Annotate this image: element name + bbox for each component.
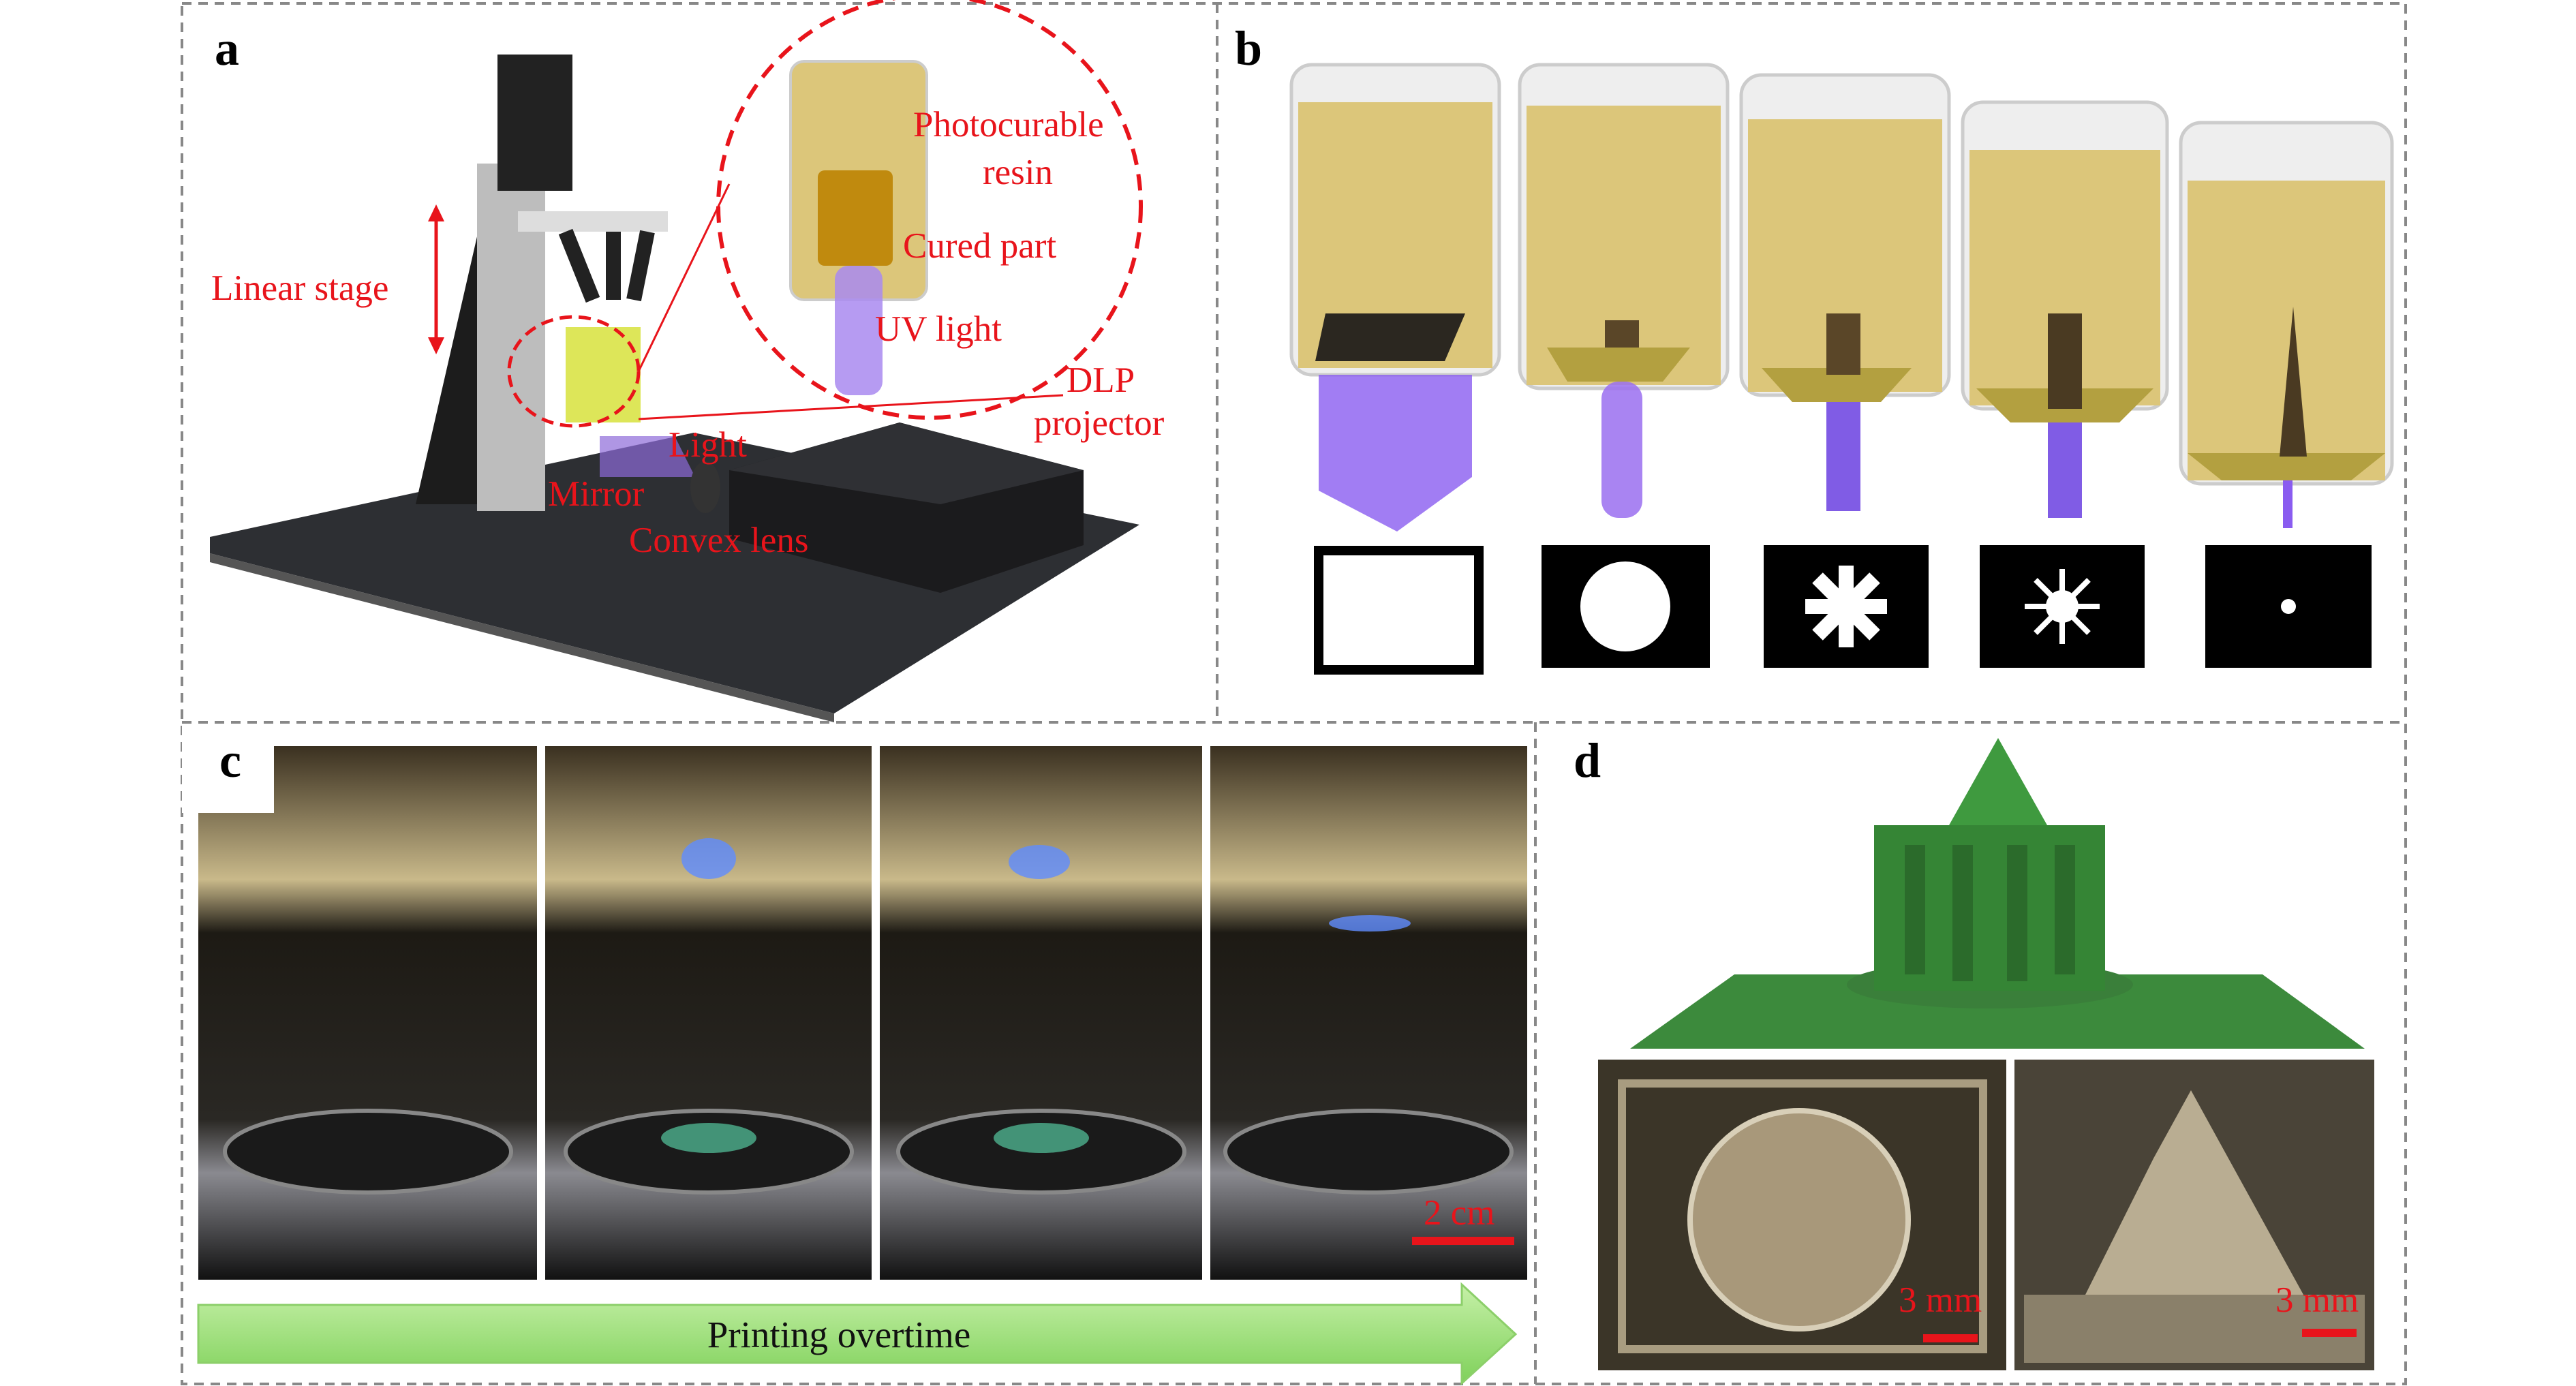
- label-linear-stage: Linear stage: [211, 268, 388, 308]
- panel-label-d: d: [1574, 733, 1601, 788]
- scale-bar-label-2cm: 2 cm: [1424, 1193, 1495, 1233]
- magnified-view: [716, 0, 1143, 420]
- green-cad-model: [1630, 738, 2365, 1049]
- printing-overtime-arrow: [197, 1282, 1518, 1386]
- panel-b: b: [1235, 21, 2394, 675]
- label-mirror: Mirror: [548, 474, 645, 514]
- label-resin: resin: [983, 153, 1053, 192]
- panel-d: d 3 mm 3 mm: [1574, 733, 2374, 1370]
- panel-label-c: c: [219, 733, 241, 788]
- linear-stage: [416, 55, 668, 511]
- vial-5: [2179, 121, 2394, 528]
- panel-label-b: b: [1235, 21, 1262, 76]
- mask-open-square: [1314, 546, 1484, 675]
- vial-1: [1289, 63, 1501, 532]
- label-projector: projector: [1034, 403, 1165, 443]
- vial-3: [1739, 73, 1951, 511]
- label-cured-part: Cured part: [903, 226, 1056, 266]
- label-dlp: DLP: [1067, 360, 1135, 400]
- photo-1: [198, 746, 537, 1280]
- label-photocurable: Photocurable: [913, 105, 1104, 144]
- scale-bar-label-3mm-right: 3 mm: [2275, 1280, 2359, 1320]
- panel-label-a: a: [215, 21, 239, 76]
- scale-bar-3mm-right: [2302, 1329, 2357, 1337]
- label-uv-light: UV light: [875, 309, 1002, 349]
- vial-4: [1961, 100, 2169, 518]
- label-convex-lens: Convex lens: [629, 521, 809, 560]
- scale-bar-2cm: [1412, 1237, 1514, 1245]
- printing-overtime-label: Printing overtime: [707, 1314, 970, 1355]
- mask-patterns: [1314, 545, 2372, 675]
- panel-a: Photocurable resin Cured part UV light D…: [210, 0, 1165, 722]
- photo-3: [880, 746, 1202, 1280]
- photo-2: [545, 746, 872, 1280]
- convex-lens: [690, 461, 720, 513]
- label-light: Light: [669, 425, 747, 465]
- panel-c: c 2 cm Printing overtime: [182, 724, 1527, 1386]
- dlp-projector: [729, 422, 1084, 593]
- scale-bar-3mm-left: [1923, 1334, 1978, 1342]
- panel-borders: [181, 2, 2407, 1385]
- scale-bar-label-3mm-left: 3 mm: [1899, 1280, 1982, 1320]
- vial-2: [1518, 63, 1730, 518]
- resin-vial: [566, 327, 641, 422]
